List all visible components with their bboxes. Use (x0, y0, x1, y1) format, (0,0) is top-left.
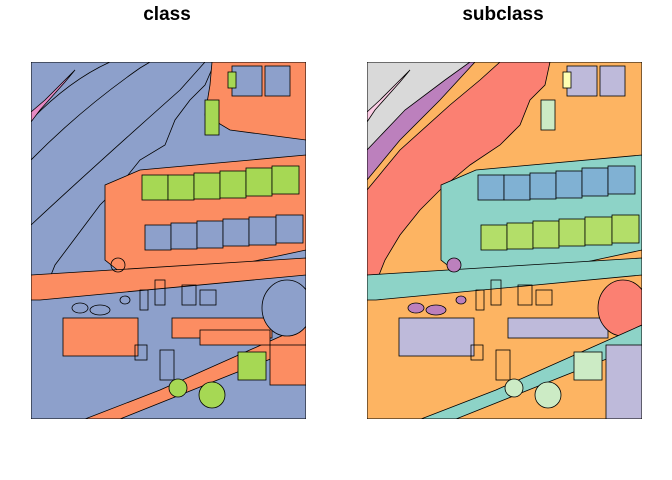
subclass-roof-lower (605, 344, 642, 419)
class-rooftop (231, 65, 263, 97)
map-subclass (367, 62, 642, 419)
class-water (31, 69, 76, 123)
subclass-paved-diag (420, 324, 642, 419)
class-built-lower (62, 317, 139, 357)
class-river-line (31, 62, 206, 226)
class-vegetation (237, 351, 267, 381)
subclass-riverbank (367, 62, 476, 181)
subclass-roof-lower (398, 317, 475, 357)
subclass-paved-band (367, 257, 642, 301)
class-road-strip (84, 324, 306, 419)
subclass-roof-row-blue (477, 165, 636, 201)
subclass-small-parcels (407, 257, 467, 316)
map-class (31, 62, 306, 419)
class-roof-row-green (141, 165, 300, 201)
subclass-roof (566, 65, 598, 97)
subclass-grass (573, 351, 603, 381)
subclass-roof (599, 65, 626, 97)
subclass-roof-lower (507, 317, 609, 339)
class-built-lower (199, 329, 271, 346)
panel-title-subclass: subclass (462, 4, 544, 25)
class-built-band (31, 257, 306, 301)
subclass-small-outlines (470, 279, 553, 381)
subclass-roof-yellow (562, 71, 572, 89)
subclass-grass (540, 99, 556, 131)
class-tank (261, 279, 306, 337)
class-rooftop (264, 65, 291, 97)
subclass-grass (504, 378, 524, 398)
subclass-grass (534, 381, 562, 409)
class-vegetation (198, 381, 226, 409)
class-roof-row-blue (144, 214, 304, 251)
class-river-line (31, 62, 151, 161)
class-small-parcels (71, 257, 217, 381)
class-rooftop (227, 71, 237, 89)
panel-title-class: class (143, 4, 191, 25)
class-zone-boundary (44, 62, 216, 291)
subclass-water (367, 69, 411, 123)
class-vegetation (168, 378, 188, 398)
subclass-roof-row-green (480, 214, 640, 251)
subclass-road (367, 62, 551, 301)
class-built-lower (269, 344, 306, 386)
class-vegetation (204, 99, 220, 136)
